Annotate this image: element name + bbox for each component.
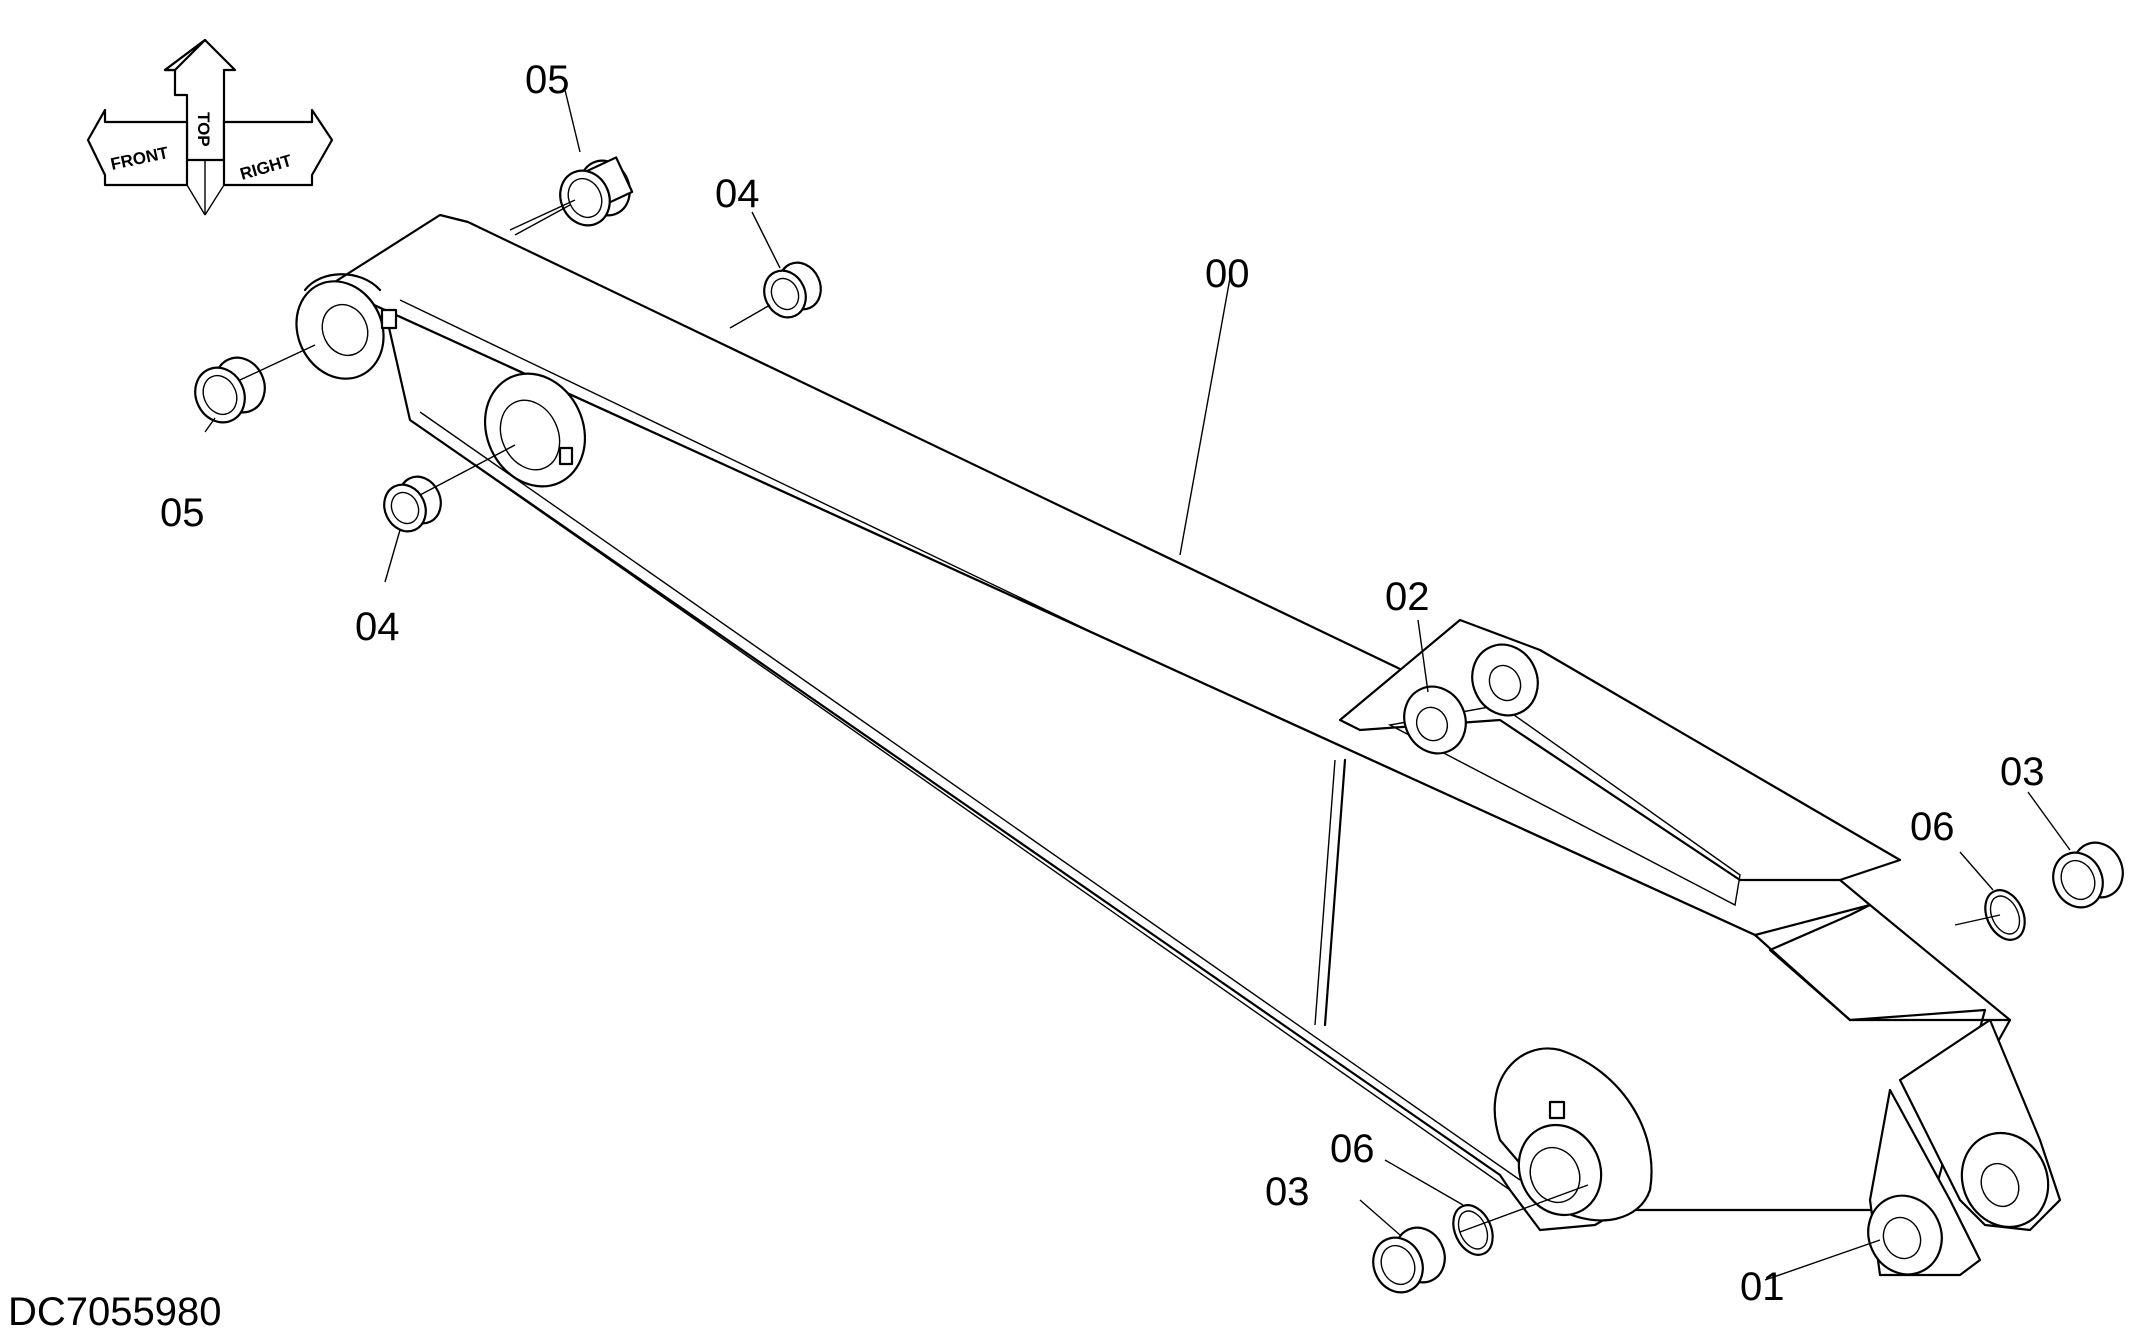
- bushing-05-left: [194, 356, 266, 424]
- arm-rear-boss: [295, 273, 398, 380]
- ring-06-right: [1984, 889, 2026, 941]
- bushing-05-top: [559, 156, 634, 227]
- callout-06-left: 06: [1330, 1127, 1375, 1171]
- bushing-03-left: [1372, 1226, 1446, 1294]
- arm-lower-boss: [1493, 1047, 1653, 1222]
- arm-center-boss: [483, 372, 587, 488]
- callout-05-left: 05: [160, 491, 205, 535]
- leader-lines: [204, 89, 2071, 1281]
- bushing-04-top: [763, 261, 822, 319]
- callout-03-right: 03: [2000, 750, 2045, 794]
- orientation-top-label: TOP: [194, 112, 213, 147]
- callout-04-top: 04: [715, 172, 760, 216]
- callout-06-right: 06: [1910, 805, 1955, 849]
- callout-00: 00: [1205, 252, 1250, 296]
- bushing-03-right: [2052, 841, 2124, 909]
- callout-05-top: 05: [525, 58, 570, 102]
- drawing-code: DC7055980: [8, 1290, 222, 1334]
- ring-06-left: [1452, 1204, 1494, 1256]
- callout-04-left: 04: [355, 605, 400, 649]
- bushing-04-left: [383, 475, 442, 533]
- arm-front-lugs: [1867, 1018, 2062, 1277]
- arm-body: [328, 213, 2012, 1232]
- arm-upper-bracket: [1338, 618, 1902, 907]
- callout-02: 02: [1385, 575, 1430, 619]
- callout-01: 01: [1740, 1265, 1785, 1309]
- callout-03-left: 03: [1265, 1170, 1310, 1214]
- orientation-indicator: TOP FRONT RIGHT: [86, 38, 334, 216]
